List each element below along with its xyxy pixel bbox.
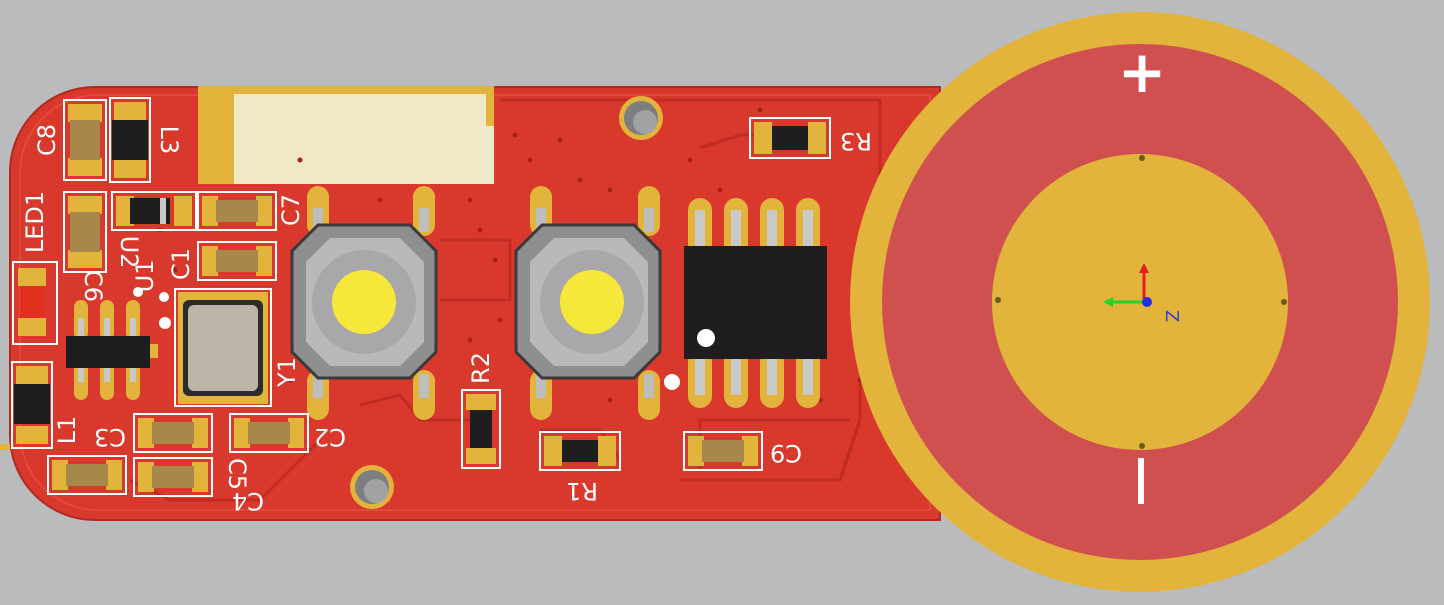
switch-2 [514, 186, 662, 420]
mounting-hole-top [619, 96, 663, 140]
silkscreen-labels: C8 L3 LED1 C7 U2 C1 U1 C6 Y1 L1 C3 C2 C5… [21, 124, 872, 515]
r1-component [539, 431, 621, 471]
tactile-switch-icon [290, 186, 662, 420]
c6-component [63, 191, 107, 273]
c5-component [133, 457, 213, 497]
ic-soic8 [684, 198, 827, 408]
board-outline [9, 86, 941, 521]
c8-component [63, 99, 107, 181]
label-c9: C9 [770, 439, 802, 467]
edge-stub [0, 444, 10, 450]
led1-component [12, 261, 58, 345]
switch-1 [290, 186, 438, 420]
label-c8: C8 [33, 124, 61, 156]
l1-component [11, 361, 53, 449]
axis-z-label: Z [1161, 310, 1182, 322]
label-r3: R3 [840, 127, 872, 155]
mounting-hole-bottom [350, 465, 394, 509]
label-u2: U2 [115, 236, 143, 269]
label-c4: C4 [232, 487, 264, 515]
mounting-holes [350, 96, 663, 509]
u2-component [111, 191, 197, 231]
c1-component [197, 241, 277, 281]
label-led1: LED1 [21, 191, 49, 253]
c2-component [229, 413, 309, 453]
label-c3: C3 [94, 423, 126, 451]
bottom-left-cap [47, 455, 127, 495]
c9-component [683, 431, 763, 471]
u1-package [66, 300, 158, 400]
battery-minus-label [1138, 458, 1144, 504]
c3-component [133, 413, 213, 453]
label-c1: C1 [167, 248, 195, 280]
label-c2: C2 [314, 423, 346, 451]
pcb-antenna [198, 86, 494, 184]
r3-component [749, 117, 831, 159]
label-l3: L3 [155, 126, 183, 155]
axis-triad-icon: Z [1103, 263, 1182, 322]
label-r1: R1 [566, 477, 598, 505]
label-l1: L1 [53, 416, 81, 445]
battery-plus-label: + [1118, 38, 1167, 106]
crystal-oscillator-icon [174, 288, 272, 407]
r2-component [461, 389, 501, 469]
label-c7: C7 [277, 194, 305, 226]
label-u1: U1 [131, 260, 159, 293]
c7-component [197, 191, 277, 231]
white-vias [133, 287, 680, 390]
label-c6: C6 [79, 270, 107, 302]
l3-component [109, 97, 151, 183]
label-r2: R2 [467, 352, 495, 384]
label-c5: C5 [223, 458, 251, 490]
label-y1: Y1 [273, 357, 301, 388]
